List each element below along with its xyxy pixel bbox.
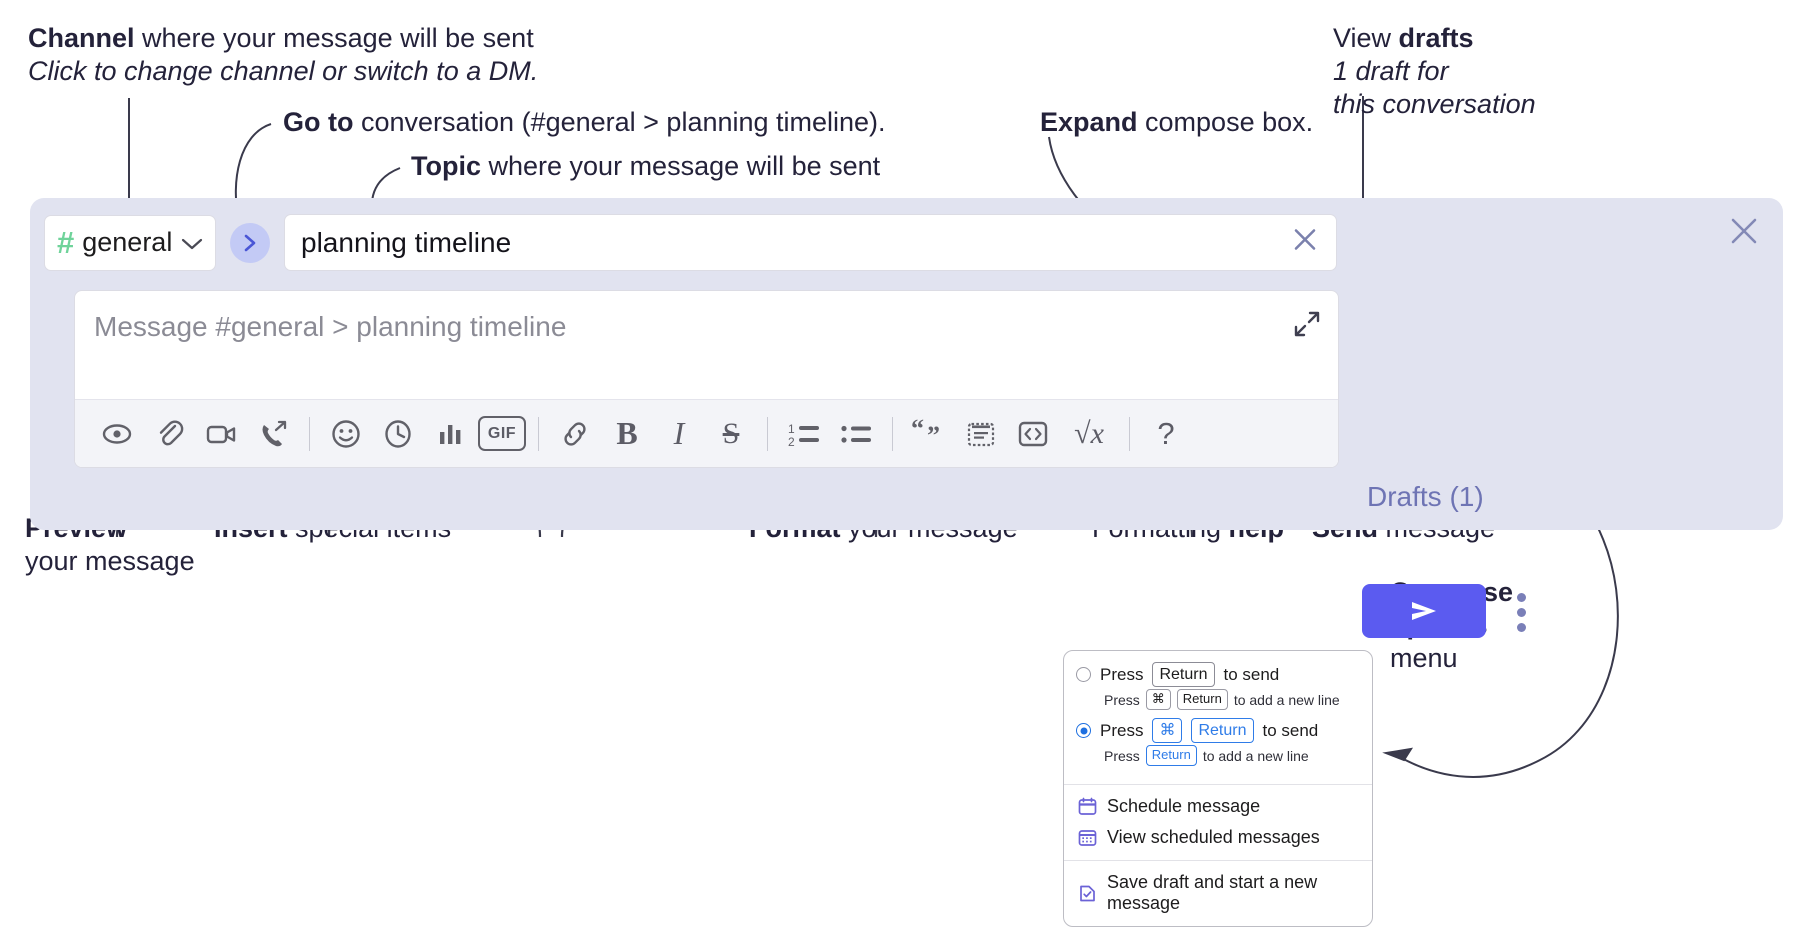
divider — [309, 416, 310, 451]
key-return: Return — [1145, 745, 1197, 767]
svg-text:”: ” — [927, 421, 940, 450]
kebab-dot — [1516, 622, 1526, 632]
save-draft-icon — [1078, 884, 1097, 903]
menu-item-label: View scheduled messages — [1107, 827, 1320, 848]
code-block-icon[interactable] — [955, 408, 1007, 460]
gif-icon[interactable]: GIF — [476, 408, 528, 460]
bold-label: B — [616, 415, 638, 451]
option-pre: Press — [1100, 664, 1144, 684]
bold-icon[interactable]: B — [601, 408, 653, 460]
help-label: ? — [1157, 415, 1175, 451]
sub-post: to add a new line — [1233, 691, 1340, 708]
topic-input[interactable]: planning timeline — [284, 214, 1337, 271]
option-cmd-return-to-send[interactable]: Press ⌘ Return to send — [1076, 718, 1360, 744]
topic-value: planning timeline — [301, 226, 512, 258]
kebab-dot — [1516, 607, 1526, 617]
menu-divider — [1064, 784, 1372, 786]
calendar-grid-icon — [1078, 828, 1097, 847]
math-label: √x — [1074, 416, 1104, 450]
annotation-topic: Topic where your message will be sent — [411, 151, 881, 181]
menu-item-save-draft[interactable]: Save draft and start a new message — [1064, 867, 1372, 919]
message-placeholder: Message #general > planning timeline — [94, 311, 567, 342]
strikethrough-icon[interactable]: S — [705, 408, 757, 460]
video-icon[interactable] — [195, 408, 247, 460]
key-return: Return — [1191, 718, 1254, 744]
message-editor[interactable]: Message #general > planning timeline — [74, 290, 1339, 468]
menu-item-label: Save draft and start a new message — [1107, 872, 1318, 914]
bulleted-list-icon[interactable] — [830, 408, 882, 460]
option-post: to send — [1223, 664, 1280, 684]
option-pre: Press — [1100, 720, 1144, 740]
expand-icon[interactable] — [1292, 309, 1322, 344]
sub-post: to add a new line — [1202, 747, 1309, 764]
drafts-link[interactable]: Drafts (1) — [1367, 481, 1484, 512]
gif-label: GIF — [478, 416, 526, 451]
channel-selector[interactable]: # general — [44, 214, 216, 271]
divider — [767, 416, 768, 451]
emoji-icon[interactable] — [320, 408, 372, 460]
chevron-down-icon — [181, 227, 203, 258]
svg-text:1: 1 — [788, 422, 795, 436]
italic-label: I — [673, 415, 685, 451]
strikethrough-label: S — [722, 416, 740, 450]
option-post: to send — [1262, 720, 1319, 740]
close-icon[interactable] — [1290, 224, 1320, 261]
attachment-icon[interactable] — [143, 408, 195, 460]
divider — [1129, 416, 1130, 451]
sub-pre: Press — [1104, 747, 1140, 764]
svg-text:“: “ — [911, 417, 924, 443]
option-cmd-return-to-send-sub: Press Return to add a new line — [1104, 745, 1360, 767]
compose-header-row: # general planning timeline — [44, 214, 1337, 271]
send-shortcut-options: Press Return to send Press ⌘ Return to a… — [1064, 651, 1372, 784]
kebab-dot — [1516, 592, 1526, 602]
poll-icon[interactable] — [424, 408, 476, 460]
divider — [892, 416, 893, 451]
compose-options-menu: Press Return to send Press ⌘ Return to a… — [1063, 650, 1373, 928]
channel-name: general — [82, 227, 173, 257]
annotation-goto: Go to conversation (#general > planning … — [283, 107, 886, 137]
math-icon[interactable]: √x — [1059, 408, 1119, 460]
italic-icon[interactable]: I — [653, 408, 705, 460]
menu-divider — [1064, 860, 1372, 862]
radio-selected[interactable] — [1076, 723, 1091, 739]
compose-panel: # general planning timeline Message #gen… — [30, 198, 1783, 638]
help-icon[interactable]: ? — [1140, 408, 1192, 460]
divider — [538, 416, 539, 451]
go-to-conversation-button[interactable] — [230, 222, 270, 263]
blockquote-icon[interactable]: “” — [903, 408, 955, 460]
audio-call-icon[interactable] — [247, 408, 299, 460]
panel-close-icon[interactable] — [1727, 214, 1761, 253]
menu-item-schedule-message[interactable]: Schedule message — [1064, 791, 1372, 822]
key-return: Return — [1176, 689, 1228, 711]
key-command: ⌘ — [1152, 718, 1183, 744]
compose-options-button[interactable] — [1507, 588, 1535, 636]
option-return-to-send-sub: Press ⌘ Return to add a new line — [1104, 689, 1360, 711]
clock-icon[interactable] — [372, 408, 424, 460]
radio-unselected[interactable] — [1076, 667, 1091, 683]
preview-icon[interactable] — [91, 408, 143, 460]
menu-group-schedule: Schedule message View scheduled messages — [1064, 785, 1372, 860]
annotation-expand: Expand compose box. — [1040, 107, 1314, 137]
code-icon[interactable] — [1007, 408, 1059, 460]
menu-group-save-draft: Save draft and start a new message — [1064, 861, 1372, 926]
menu-item-label: Schedule message — [1107, 796, 1261, 817]
hash-icon: # — [57, 225, 75, 260]
send-button[interactable] — [1362, 584, 1486, 638]
key-command: ⌘ — [1145, 689, 1171, 711]
calendar-icon — [1078, 797, 1097, 816]
key-return: Return — [1152, 662, 1215, 688]
link-icon[interactable] — [549, 408, 601, 460]
option-return-to-send[interactable]: Press Return to send — [1076, 662, 1360, 688]
svg-text:2: 2 — [788, 435, 795, 449]
menu-item-view-scheduled-messages[interactable]: View scheduled messages — [1064, 822, 1372, 853]
sub-pre: Press — [1104, 691, 1140, 708]
